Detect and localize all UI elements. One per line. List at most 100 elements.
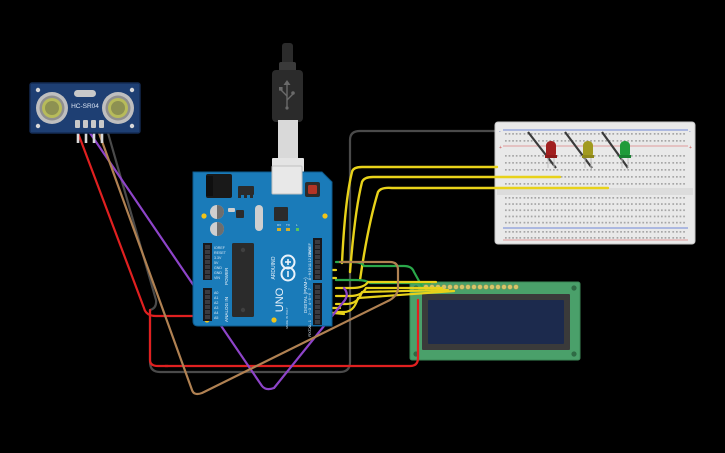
lcd-display[interactable]	[409, 281, 581, 361]
arduino-pcb	[192, 171, 333, 327]
usb-cable-shaft	[278, 120, 298, 160]
arduino-branding: ARDUINO UNO MADE IN ITALY	[271, 254, 296, 329]
lcd-pin-header[interactable]	[423, 283, 523, 291]
sensor-hole-tr	[129, 87, 135, 93]
usb-controller-chip	[274, 207, 288, 221]
svg-text:RX←0: RX←0	[307, 324, 312, 337]
atmega-chip	[232, 243, 254, 317]
sensor-silk-label: HC-SR04	[71, 103, 99, 110]
onboard-leds: RX TX L	[277, 223, 299, 231]
reset-button[interactable]	[308, 185, 317, 194]
svg-text:~5: ~5	[307, 297, 312, 302]
analog-header-label: ANALOG IN	[224, 297, 229, 322]
power-jack-shadow	[206, 176, 213, 196]
wire-lcd-yellow-2[interactable]	[334, 286, 444, 298]
wire-lcd-yellow-1[interactable]	[334, 280, 438, 290]
svg-text:~3: ~3	[307, 307, 312, 312]
svg-text:~9: ~9	[307, 272, 312, 277]
power-header-label: POWER	[224, 267, 229, 285]
digital-pin-labels: AREF GND 13 12 ~11 ~10 ~9 8 7 ~6 ~5 4 ~3…	[307, 242, 312, 336]
center-channel	[497, 188, 693, 195]
rail-plus-label-top: +	[499, 145, 502, 151]
wire-layer-back	[106, 129, 502, 374]
red-led[interactable]	[545, 141, 557, 168]
breadboard-hole-grid	[505, 133, 685, 239]
sensor-transducer-right	[102, 92, 134, 124]
sensor-transducer-left	[36, 92, 68, 124]
svg-text:~11: ~11	[307, 262, 312, 269]
arduino-small-mark: MADE IN ITALY	[285, 307, 289, 328]
wire-sensor-gnd[interactable]	[106, 129, 502, 374]
smd-res	[228, 208, 235, 212]
svg-text:A2: A2	[214, 301, 218, 305]
sensor-hole-tl	[35, 87, 41, 93]
usb-strain-relief-top	[282, 43, 293, 65]
svg-text:A3: A3	[214, 306, 218, 310]
svg-text:2: 2	[307, 312, 312, 315]
rail-plus-label-top-r: +	[689, 145, 692, 151]
arduino-model-text: UNO	[274, 287, 286, 312]
wire-led-green[interactable]	[358, 186, 610, 282]
digital-header-label: DIGITAL (PWM~)	[303, 277, 308, 313]
svg-text:~10: ~10	[307, 267, 312, 275]
usb-b-socket[interactable]	[271, 165, 303, 195]
power-header[interactable]: IOREF RESET 3.3V 5V GND GND VIN POWER	[203, 243, 229, 285]
voltage-regulator	[238, 186, 254, 195]
svg-text:7: 7	[307, 287, 312, 290]
led-wire-group	[340, 165, 610, 282]
analog-pin-labels: A0 A1 A2 A3 A4 A5	[214, 291, 218, 320]
usb-cable[interactable]	[272, 43, 304, 180]
lcd-mount-hole-br	[571, 351, 577, 357]
smd-chip-1	[236, 210, 244, 218]
wire-sensor-trig[interactable]	[88, 131, 348, 391]
sensor-hole-bl	[35, 123, 41, 129]
svg-text:GND: GND	[307, 248, 312, 257]
wire-5v-link[interactable]	[148, 308, 170, 368]
lcd-screen	[428, 300, 564, 344]
usb-cable-ridge	[279, 62, 296, 72]
svg-text:TX→1: TX→1	[307, 319, 312, 331]
resistor-3[interactable]	[601, 131, 629, 169]
signal-wire-group	[88, 131, 400, 396]
wire-5v-rail[interactable]	[163, 298, 420, 368]
rail-minus-label-top: -	[499, 129, 501, 135]
svg-text:IOREF: IOREF	[214, 246, 226, 250]
wire-led-red[interactable]	[340, 165, 499, 265]
svg-text:GND: GND	[214, 266, 222, 270]
analog-header[interactable]: A0 A1 A2 A3 A4 A5 ANALOG IN	[203, 288, 229, 322]
sensor-hole-br	[129, 123, 135, 129]
svg-text:TX: TX	[286, 223, 290, 227]
wire-led-yellow[interactable]	[348, 175, 562, 274]
arduino-hole-4	[271, 317, 277, 323]
sensor-crystal	[74, 90, 96, 97]
wire-lcd-yellow-4[interactable]	[334, 289, 456, 314]
breadboard-components[interactable]	[527, 131, 631, 169]
svg-text:GND: GND	[214, 271, 222, 275]
svg-text:13: 13	[307, 252, 312, 257]
svg-text:4: 4	[307, 302, 312, 305]
arduino-uno[interactable]: RX TX L AREF GND	[192, 165, 333, 337]
sensor-pads	[75, 120, 104, 128]
arduino-hole-1	[201, 213, 207, 219]
resistor-2[interactable]	[564, 131, 593, 169]
resistor-1[interactable]	[527, 131, 557, 169]
ultrasonic-sensor[interactable]: HC-SR04	[29, 82, 141, 143]
green-led[interactable]	[619, 141, 631, 168]
svg-text:VIN: VIN	[214, 276, 220, 280]
svg-text:5V: 5V	[214, 261, 219, 265]
crystal-osc	[255, 205, 263, 231]
svg-text:RESET: RESET	[214, 251, 227, 255]
yellow-led[interactable]	[582, 141, 594, 168]
rail-minus-label-top-r: -	[689, 129, 691, 135]
svg-text:12: 12	[307, 257, 312, 262]
svg-text:L: L	[296, 223, 298, 227]
wire-sensor-echo[interactable]	[97, 131, 400, 396]
svg-text:3.3V: 3.3V	[214, 256, 222, 260]
svg-text:A0: A0	[214, 291, 218, 295]
svg-text:AREF: AREF	[307, 242, 312, 253]
svg-text:A5: A5	[214, 316, 218, 320]
digital-header[interactable]: AREF GND 13 12 ~11 ~10 ~9 8 7 ~6 ~5 4 ~3…	[303, 238, 322, 337]
svg-text:8: 8	[307, 277, 312, 280]
